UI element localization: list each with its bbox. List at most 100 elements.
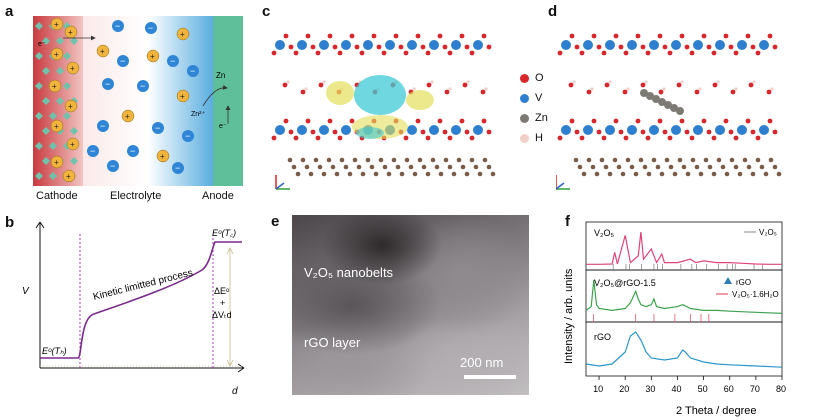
graphene-carbon	[733, 164, 739, 170]
graphene-carbon	[386, 171, 392, 177]
graphene-carbon	[295, 171, 301, 177]
graphene-carbon	[464, 171, 470, 177]
rgo-layer-label: rGO layer	[304, 335, 361, 350]
graphene-carbon	[321, 171, 327, 177]
vanadium-atom	[561, 125, 571, 135]
oxygen-atom	[667, 50, 673, 56]
xrd-xtick-label: 50	[698, 384, 708, 394]
graphene-carbon	[434, 164, 440, 170]
oxygen-atom	[706, 44, 712, 50]
electrolyte-label: Electrolyte	[110, 190, 162, 202]
zn-ion-sign: +	[70, 140, 75, 149]
oxygen-atom	[569, 33, 575, 39]
vanadium-atom	[451, 40, 461, 50]
oxygen-atom	[305, 33, 311, 39]
trace1-label: V₂O₅	[594, 228, 614, 238]
zn-ion-sign: +	[54, 158, 59, 167]
graphene-carbon	[581, 171, 587, 177]
oxygen-atom	[459, 118, 465, 124]
graphene-carbon	[651, 157, 657, 163]
graphene-carbon	[772, 164, 778, 170]
oxygen-atom	[745, 118, 751, 124]
cathode-lattice-diamond	[49, 172, 57, 180]
graphene-carbon	[620, 171, 626, 177]
oxygen-atom	[684, 129, 690, 135]
zn-ion	[62, 169, 76, 183]
tem-image: V₂O₅ nanobelts rGO layer 200 nm	[292, 215, 529, 395]
oxygen-atom	[481, 33, 487, 39]
anion-sign: −	[140, 81, 145, 91]
anion-sign: −	[148, 23, 153, 33]
water-hydrogen	[484, 87, 488, 91]
graphene-carbon	[729, 157, 735, 163]
oxygen-atom	[288, 129, 294, 135]
vanadium-atom	[737, 125, 747, 135]
vanadium-atom	[341, 40, 351, 50]
graphene-carbon	[300, 157, 306, 163]
atom-legend-item: Zn	[520, 108, 560, 128]
anion	[152, 122, 164, 134]
graphene-carbon	[594, 171, 600, 177]
graphene-carbon	[599, 157, 605, 163]
oxygen-atom	[293, 50, 299, 56]
graphene-carbon	[763, 171, 769, 177]
oxygen-atom	[420, 129, 426, 135]
vanadium-atom	[297, 125, 307, 135]
vanadium-atom	[627, 40, 637, 50]
oxygen-atom	[591, 118, 597, 124]
oxygen-atom	[706, 129, 712, 135]
cathode-lattice-diamond	[35, 82, 43, 90]
panel-c-structure	[271, 33, 496, 190]
legend-v2o5-hydrate: V₂O₅·1.6H₂O	[732, 290, 779, 299]
oxygen-atom	[398, 44, 404, 50]
water-hydrogen	[448, 87, 452, 91]
oxygen-atom	[579, 135, 585, 141]
vanadium-atom	[671, 125, 681, 135]
anion	[167, 55, 179, 67]
graphene-carbon	[438, 171, 444, 177]
oxygen-atom	[459, 33, 465, 39]
cathode-lattice-diamond	[42, 97, 50, 105]
oxygen-atom	[349, 33, 355, 39]
zn-ion	[64, 99, 78, 113]
cathode-lattice-diamond	[70, 157, 78, 165]
oxygen-atom	[679, 33, 685, 39]
graphene-carbon	[343, 164, 349, 170]
water-hydrogen	[626, 87, 630, 91]
oxygen-atom	[728, 44, 734, 50]
graphene-carbon	[737, 171, 743, 177]
oxygen-atom	[750, 129, 756, 135]
oxygen-atom	[640, 129, 646, 135]
oxygen-atom	[337, 50, 343, 56]
graphene-carbon	[750, 171, 756, 177]
vanadium-atom	[671, 40, 681, 50]
vanadium-atom	[737, 40, 747, 50]
water-oxygen	[730, 89, 736, 95]
anion-sign: −	[105, 79, 110, 89]
xrd-xtick-label: 70	[750, 384, 760, 394]
oxygen-atom	[349, 118, 355, 124]
oxygen-atom	[486, 44, 492, 50]
zn-ion	[48, 79, 62, 93]
panel-letter-a: a	[5, 3, 14, 20]
oxygen-atom	[733, 135, 739, 141]
graphene-carbon	[490, 171, 496, 177]
graphene-carbon	[373, 171, 379, 177]
legend-rgo: rGO	[736, 278, 751, 287]
zn-ion	[121, 109, 135, 123]
water-oxygen	[622, 89, 628, 95]
legend-v2o5: V₂O₅	[759, 228, 777, 237]
vanadium-atom	[693, 125, 703, 135]
anion-sign: −	[110, 161, 115, 171]
vanadium-atom	[649, 125, 659, 135]
graphene-carbon	[473, 164, 479, 170]
water-hydrogen	[304, 87, 308, 91]
cathode-lattice-diamond	[70, 37, 78, 45]
panel-a-schematic: ++++++++++++++++−−−−−−−−−−−−−− e⁻ Zn Zn²…	[33, 16, 243, 186]
cathode-lattice-diamond	[49, 112, 57, 120]
oxygen-atom	[447, 50, 453, 56]
cathode-lattice-diamond	[63, 52, 71, 60]
panel-b-plot: V d Kinetic limitted process Eᵒ(Tₕ) Eᵒ(T…	[22, 221, 245, 397]
anion-sign: −	[185, 131, 190, 141]
graphene-carbon	[395, 164, 401, 170]
